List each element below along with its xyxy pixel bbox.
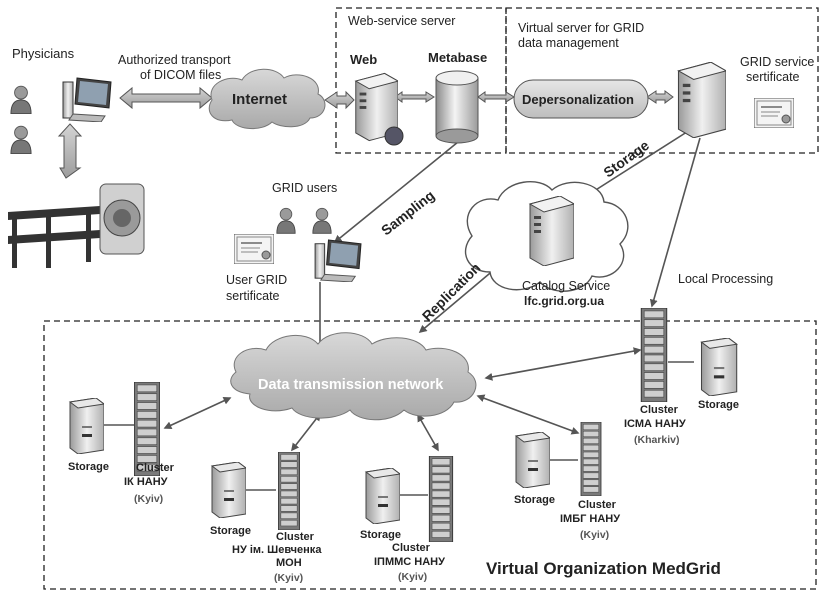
site-city-label: (Kyiv) <box>398 571 427 583</box>
arrow-transport <box>119 86 213 110</box>
grid-service-cert-line1: GRID service <box>740 55 814 69</box>
grid-user-workstation-icon <box>314 239 362 282</box>
replication-label: Replication <box>419 259 484 324</box>
user-certificate-icon <box>234 234 274 264</box>
site-cluster-label: ІСМА НАНУ <box>624 418 686 430</box>
virtual-server-label-line1: Virtual server for GRID <box>518 21 644 35</box>
cluster-rack-icon <box>277 452 301 530</box>
site-5 <box>640 308 738 402</box>
user-cert-line1: User GRID <box>226 273 287 287</box>
site-cluster-label: Cluster <box>578 499 617 511</box>
scanner-machine-icon <box>8 183 145 268</box>
physician-person-icon <box>10 85 32 114</box>
site-cluster-label: Cluster <box>640 404 679 416</box>
physician-workstation-icon <box>62 77 112 122</box>
web-label: Web <box>350 52 377 67</box>
connection-arrows <box>163 129 701 452</box>
arrow-sampling <box>333 141 459 244</box>
catalog-service-label: Catalog Service <box>522 279 610 293</box>
storage-tower-icon <box>211 462 246 518</box>
arrow-scanner-up <box>57 123 83 179</box>
site-4 <box>515 422 602 496</box>
web-service-server-label: Web-service server <box>348 14 455 28</box>
metabase-database-icon <box>435 70 479 144</box>
virtual-server-box <box>505 7 819 154</box>
grid-user-person-icon <box>312 207 332 234</box>
arrow-metabase-deperson <box>477 91 515 103</box>
site-cluster-label: ІМБГ НАНУ <box>560 513 620 525</box>
arrow-net-cluster1 <box>163 397 232 429</box>
vo-title-label: Virtual Organization MedGrid <box>486 559 721 578</box>
site-storage-label: Storage <box>698 399 739 411</box>
globe-icon <box>384 126 404 146</box>
grid-service-certificate-icon <box>754 98 794 128</box>
site-storage-label: Storage <box>360 529 401 541</box>
arrow-net-cluster3 <box>417 413 439 452</box>
sampling-label: Sampling <box>378 187 438 238</box>
depersonalization-label: Depersonalization <box>522 92 634 107</box>
metabase-label: Metabase <box>428 50 487 65</box>
site-cluster-label: НУ ім. Шевченка <box>232 544 322 556</box>
storage-tower-icon <box>700 338 738 396</box>
site-storage-label: Storage <box>68 461 109 473</box>
arrow-storage <box>578 129 691 201</box>
arrow-net-cluster4 <box>476 394 580 435</box>
site-city-label: (Kharkiv) <box>634 434 680 446</box>
top-arrows <box>57 86 674 179</box>
arrow-local-processing <box>649 137 701 308</box>
grid-users-label: GRID users <box>272 181 337 195</box>
site-1 <box>69 382 160 476</box>
site-cluster-label: ІК НАНУ <box>124 476 168 488</box>
arrow-internet-web <box>324 90 355 110</box>
arrow-web-metabase <box>394 91 435 103</box>
site-cluster-label: Cluster <box>136 462 175 474</box>
virtual-server-label-line2: data management <box>518 36 619 50</box>
cluster-rack-icon <box>580 422 602 496</box>
cluster-rack-icon <box>428 456 454 542</box>
site-city-label: (Kyiv) <box>134 493 163 505</box>
site-cluster-label: Cluster <box>276 531 315 543</box>
network-cloud <box>230 332 477 421</box>
local-processing-label: Local Processing <box>678 272 773 286</box>
storage-tower-icon <box>515 432 550 488</box>
data-network-label: Data transmission network <box>258 377 444 393</box>
storage-tower-icon <box>69 398 104 454</box>
grid-user-person-icon <box>276 207 296 234</box>
catalog-url-label: lfc.grid.org.ua <box>524 294 604 308</box>
site-cluster-label: МОН <box>276 557 302 569</box>
grid-service-cert-line2: sertificate <box>746 70 800 84</box>
site-city-label: (Kyiv) <box>580 529 609 541</box>
internet-label: Internet <box>232 91 287 108</box>
site-storage-label: Storage <box>514 494 555 506</box>
site-cluster-label: ІПММС НАНУ <box>374 556 445 568</box>
catalog-server-icon <box>529 196 574 266</box>
site-city-label: (Kyiv) <box>274 572 303 584</box>
storage-tower-icon <box>365 468 400 524</box>
site-3 <box>365 456 454 542</box>
user-cert-line2: sertificate <box>226 289 280 303</box>
cluster-rack-icon <box>640 308 668 402</box>
grid-virtual-server-icon <box>677 62 726 138</box>
site-storage-label: Storage <box>210 525 251 537</box>
arrow-deperson-server <box>646 90 674 104</box>
transport-label-line1: Authorized transport <box>118 53 231 67</box>
physicians-label: Physicians <box>12 46 75 61</box>
depersonalization-box <box>513 79 649 119</box>
arrow-net-cluster5 <box>484 347 642 381</box>
physician-person-icon <box>10 125 32 154</box>
internet-cloud <box>208 68 326 129</box>
arrow-net-cluster2 <box>291 412 321 452</box>
site-2 <box>211 452 301 530</box>
site-cluster-label: Cluster <box>392 542 431 554</box>
transport-label-line2: of DICOM files <box>140 68 221 82</box>
